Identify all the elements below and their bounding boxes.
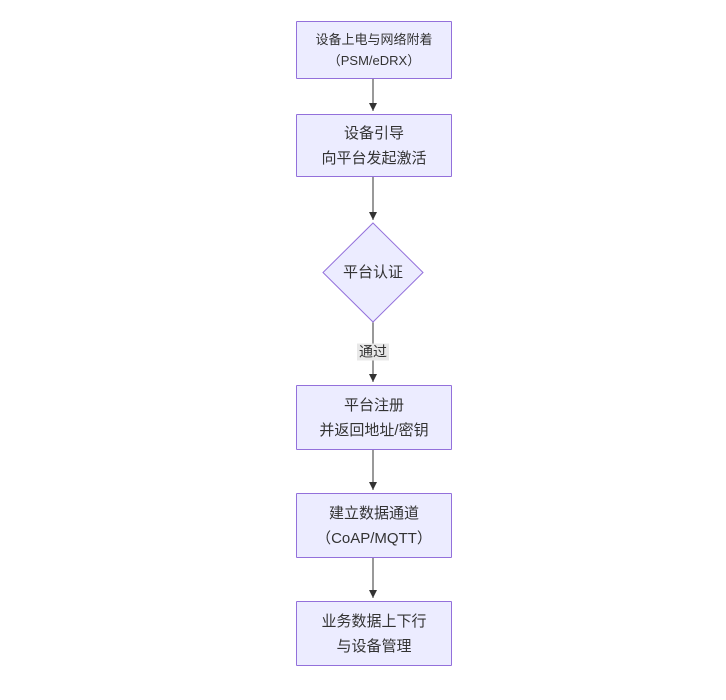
node-attach: 设备上电与网络附着 （PSM/eDRX） (296, 21, 452, 79)
node-bootstrap-line2: 向平台发起激活 (321, 149, 427, 167)
node-channel: 建立数据通道 （CoAP/MQTT） (296, 493, 452, 558)
node-attach-line1: 设备上电与网络附着 (315, 32, 433, 47)
node-business-line1: 业务数据上下行 (321, 612, 427, 630)
node-register-line2: 并返回地址/密钥 (319, 421, 429, 439)
node-business: 业务数据上下行 与设备管理 (296, 601, 452, 666)
node-channel-line2: （CoAP/MQTT） (316, 529, 432, 547)
decision-diamond-shape (322, 222, 424, 323)
node-register: 平台注册 并返回地址/密钥 (296, 385, 452, 450)
node-attach-line2: （PSM/eDRX） (327, 53, 421, 68)
node-bootstrap-line1: 设备引导 (343, 124, 404, 142)
node-auth-label: 平台认证 (342, 264, 403, 281)
node-channel-line1: 建立数据通道 (328, 504, 419, 522)
node-business-line2: 与设备管理 (336, 637, 412, 655)
edge-label-pass: 通过 (357, 343, 389, 361)
node-bootstrap: 设备引导 向平台发起激活 (296, 114, 452, 177)
node-register-line1: 平台注册 (343, 396, 404, 414)
